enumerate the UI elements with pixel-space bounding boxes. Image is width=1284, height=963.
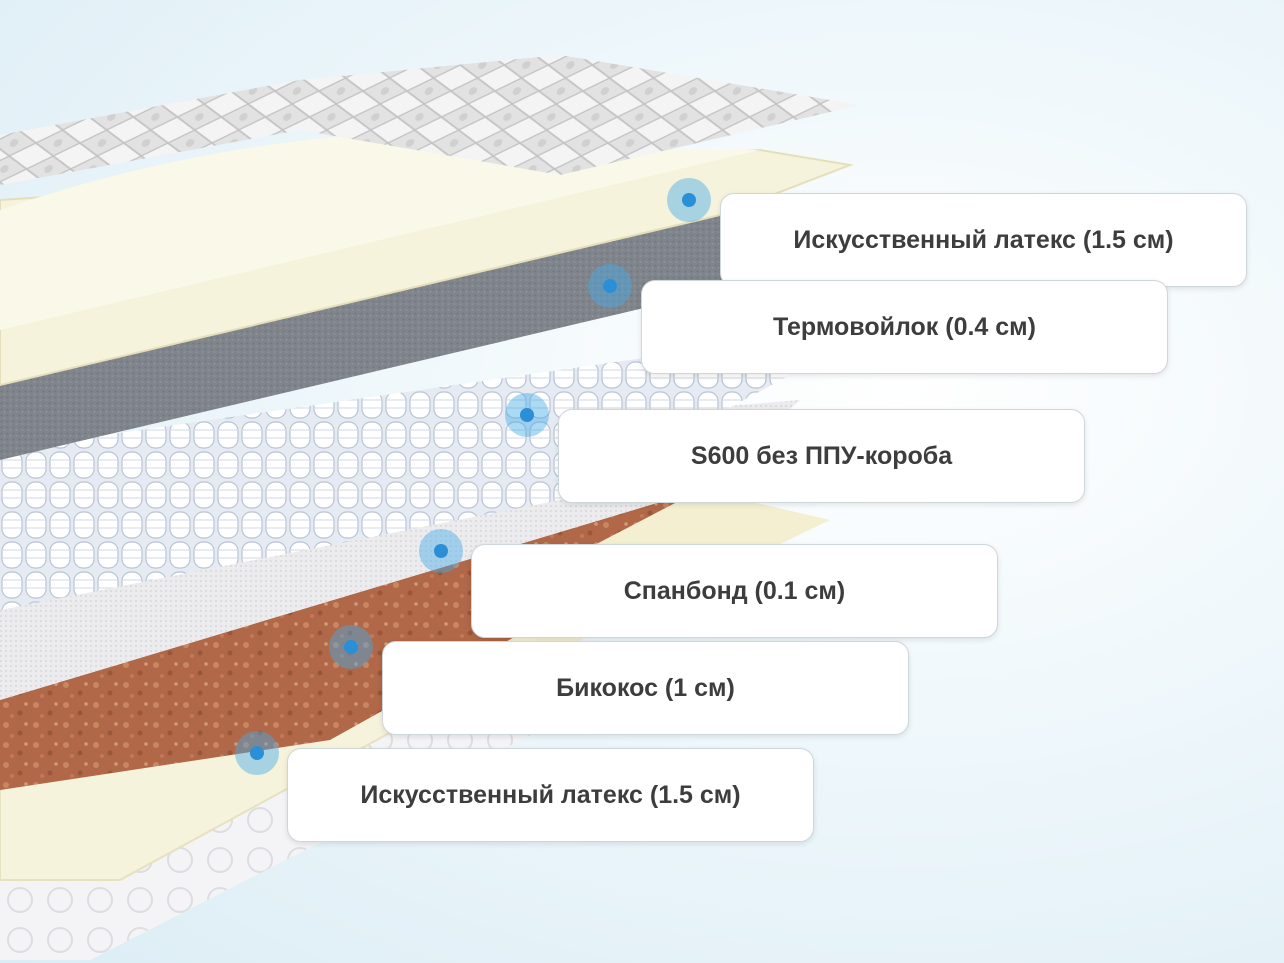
layer-label-felt: Термовойлок (0.4 см) bbox=[641, 280, 1168, 374]
layer-label-latex-top: Искусственный латекс (1.5 см) bbox=[720, 193, 1247, 287]
marker-dot-1 bbox=[667, 178, 711, 222]
layer-label-text: Термовойлок (0.4 см) bbox=[772, 312, 1036, 341]
marker-dot-5 bbox=[329, 625, 373, 669]
layer-label-text: Искусственный латекс (1.5 см) bbox=[360, 780, 741, 809]
layer-label-springs: S600 без ППУ-короба bbox=[558, 409, 1085, 503]
layer-label-coir: Бикокос (1 см) bbox=[382, 641, 909, 735]
layer-label-text: S600 без ППУ-короба bbox=[690, 441, 953, 470]
marker-dot-2 bbox=[588, 264, 632, 308]
marker-dot-3 bbox=[505, 393, 549, 437]
felt-layer bbox=[0, 215, 780, 460]
layer-label-text: Спанбонд (0.1 см) bbox=[623, 576, 846, 605]
layer-label-text: Искусственный латекс (1.5 см) bbox=[793, 225, 1174, 254]
layer-label-latex-bottom: Искусственный латекс (1.5 см) bbox=[287, 748, 814, 842]
layer-label-text: Бикокос (1 см) bbox=[556, 673, 735, 702]
layer-label-spunbond: Спанбонд (0.1 см) bbox=[471, 544, 998, 638]
top-cover-layer bbox=[0, 55, 860, 185]
marker-dot-4 bbox=[419, 529, 463, 573]
marker-dot-6 bbox=[235, 731, 279, 775]
